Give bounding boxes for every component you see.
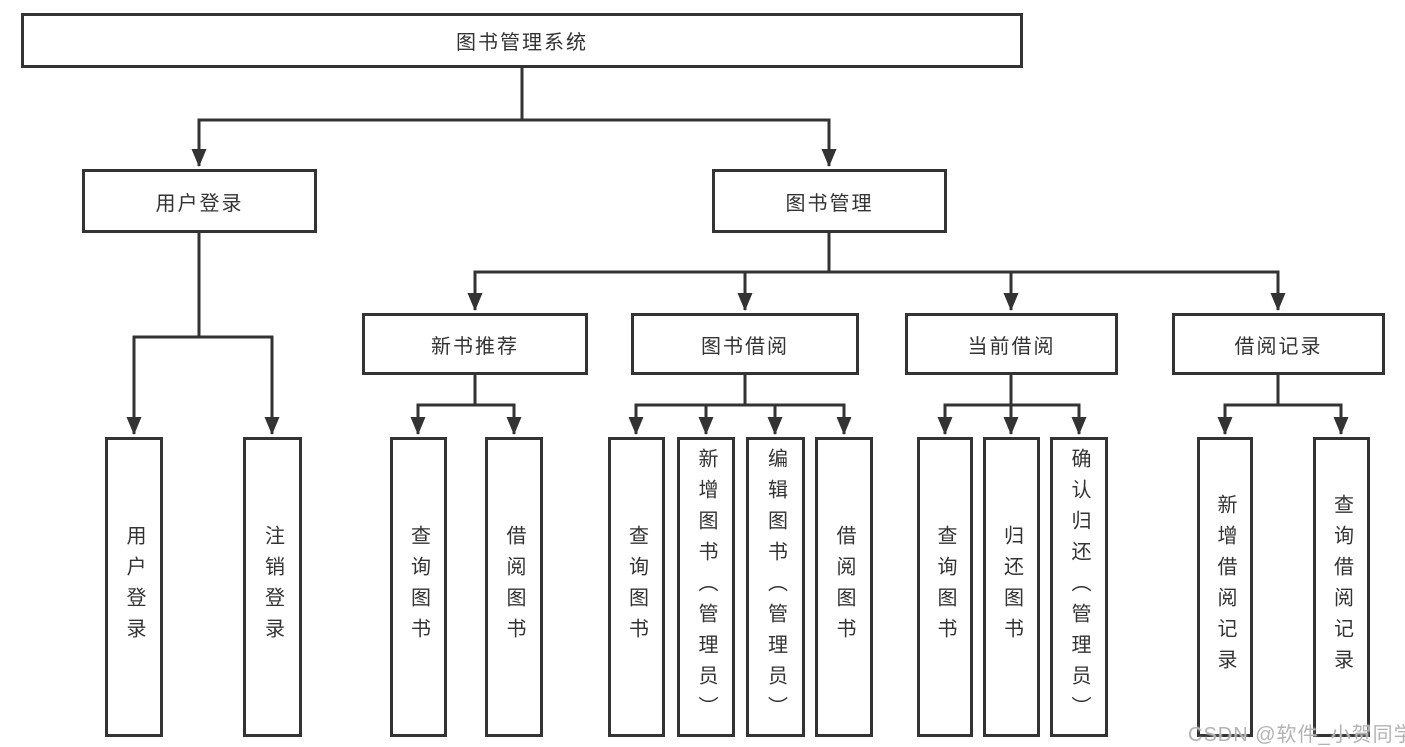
node-label: 注销登录: [261, 525, 284, 649]
leaf-query-book-borrow: 查询图书: [608, 437, 665, 737]
leaf-add-book-admin: 新增图书（管理员）: [677, 437, 735, 737]
node-label: 查询图书: [625, 525, 648, 649]
leaf-logout: 注销登录: [243, 437, 302, 737]
node-user-login: 用户登录: [82, 169, 317, 233]
leaf-borrow-book-recommend: 借阅图书: [485, 437, 543, 737]
leaf-query-borrow-record: 查询借阅记录: [1313, 437, 1370, 737]
leaf-borrow-book: 借阅图书: [815, 437, 873, 737]
node-borrow-record: 借阅记录: [1172, 313, 1385, 375]
node-book-management: 图书管理: [712, 169, 947, 233]
node-label: 借阅记录: [1234, 335, 1323, 358]
node-label: 确认归还（管理员）: [1068, 447, 1090, 727]
node-label: 新增借阅记录: [1214, 494, 1236, 680]
leaf-edit-book-admin: 编辑图书（管理员）: [746, 437, 805, 737]
node-current-borrow: 当前借阅: [905, 313, 1118, 375]
node-label: 编辑图书（管理员）: [764, 447, 787, 727]
node-label: 图书管理: [785, 192, 874, 215]
watermark: CSDN @软件_小贺同学: [1188, 724, 1405, 746]
node-label: 查询图书: [934, 525, 956, 649]
node-label: 借阅图书: [833, 525, 855, 649]
connector-trunks: [132, 66, 1343, 407]
leaf-add-borrow-record: 新增借阅记录: [1197, 437, 1253, 737]
node-book-borrow: 图书借阅: [631, 313, 859, 375]
node-label: 图书借阅: [701, 335, 789, 358]
node-label: 当前借阅: [967, 335, 1056, 358]
leaf-return-book: 归还图书: [983, 437, 1040, 737]
leaf-query-book-recommend: 查询图书: [390, 437, 447, 737]
node-root: 图书管理系统: [21, 13, 1023, 68]
node-label: 新增图书（管理员）: [695, 447, 717, 727]
node-new-book-recommend: 新书推荐: [362, 313, 588, 375]
node-label: 归还图书: [1000, 525, 1023, 649]
node-label: 新书推荐: [431, 335, 519, 358]
node-label: 查询图书: [407, 525, 430, 649]
node-label: 图书管理系统: [456, 32, 588, 54]
node-label: 借阅图书: [503, 525, 525, 649]
node-label: 用户登录: [155, 192, 244, 215]
leaf-query-book-current: 查询图书: [917, 437, 973, 737]
leaf-confirm-return-admin: 确认归还（管理员）: [1050, 437, 1108, 737]
connector-arrows: [126, 120, 1349, 435]
node-label: 用户登录: [123, 525, 145, 649]
node-label: 查询借阅记录: [1330, 494, 1353, 680]
leaf-user-login: 用户登录: [105, 437, 163, 737]
